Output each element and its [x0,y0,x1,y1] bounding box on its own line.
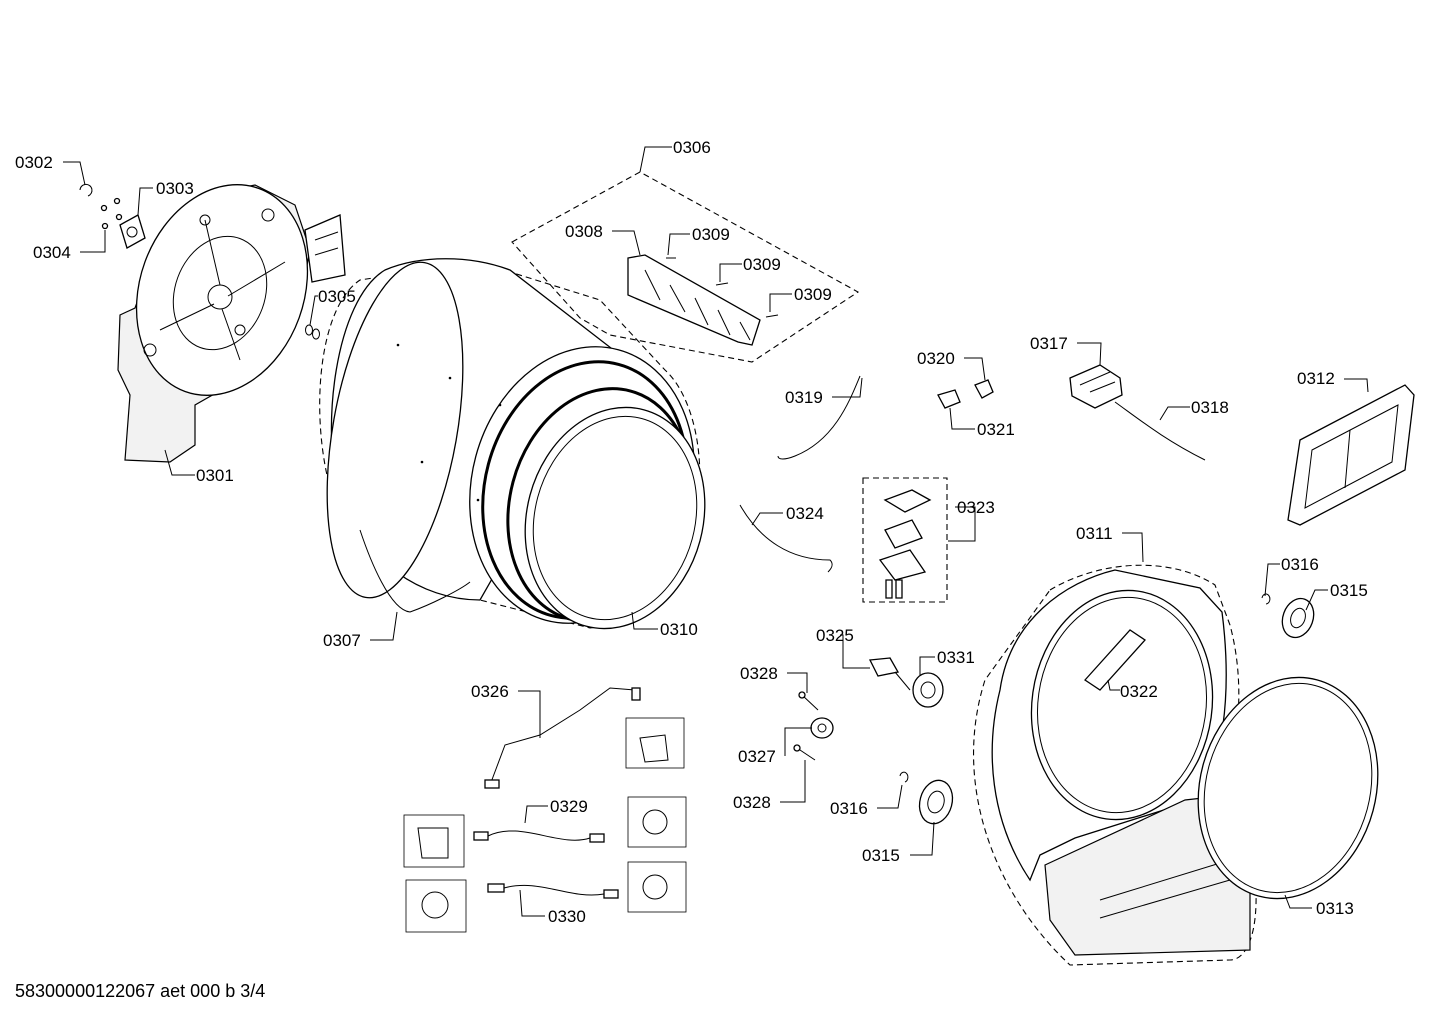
lamp-cover-0322 [1084,629,1146,691]
roller-0315-a [1281,597,1315,639]
callout-0303: 0303 [156,179,194,198]
bearing-plate-0303 [119,214,146,249]
callout-0315-b: 0315 [862,846,900,865]
callout-0315-a: 0315 [1330,581,1368,600]
leader-lines [63,146,1369,917]
parts-box-0323 [862,477,948,603]
socket-0321 [937,389,961,409]
harness-0324 [739,504,833,573]
lamp-0320 [974,379,994,399]
callout-0316-b: 0316 [830,799,868,818]
callout-0318: 0318 [1191,398,1229,417]
clip-0316-b [899,771,909,783]
callout-0306: 0306 [673,138,711,157]
callout-0309-c: 0309 [794,285,832,304]
callout-0319: 0319 [785,388,823,407]
callout-0313: 0313 [1316,899,1354,918]
callout-0309-a: 0309 [692,225,730,244]
callout-0305: 0305 [318,287,356,306]
callout-0308: 0308 [565,222,603,241]
clip-0316-a [1261,593,1271,605]
callout-0324: 0324 [786,504,824,523]
callout-0329: 0329 [550,797,588,816]
front-bulkhead-0311 [973,564,1257,966]
harness-0330 [487,883,619,899]
roller-0331 [912,672,944,708]
callout-0310: 0310 [660,620,698,639]
callout-0312: 0312 [1297,369,1335,388]
callout-0311: 0311 [1076,524,1113,543]
heater-sensor-0326 [484,687,641,789]
footer-code: 58300000122067 aet 000 b 3/4 [15,981,265,1001]
callout-0325: 0325 [816,626,854,645]
pins-0309 [666,257,779,318]
drum-assembly-0306 [319,171,860,630]
roller-0315-b [918,779,954,825]
screws-0304 [100,197,123,230]
callout-0316-a: 0316 [1281,555,1319,574]
baffle-0308 [627,254,761,346]
gasket-0313 [1197,676,1379,900]
harness-0329 [473,830,605,843]
callout-0328-a: 0328 [740,664,778,683]
callout-0307: 0307 [323,631,361,650]
callout-0317: 0317 [1030,334,1068,353]
callout-labels: 0302 0303 0304 0301 0305 0306 0307 0308 … [15,138,1368,926]
callout-0321: 0321 [977,420,1015,439]
callout-0301: 0301 [196,466,234,485]
clip-0302 [79,183,93,197]
callout-0327: 0327 [738,747,776,766]
screws-0328 [793,691,819,761]
sensor-0327 [810,717,834,739]
callout-0326: 0326 [471,682,509,701]
thermostat-0325 [868,657,911,691]
callout-0322: 0322 [1120,682,1158,701]
cable-0318 [1114,401,1206,461]
callout-0328-b: 0328 [733,793,771,812]
switch-0317 [1069,364,1123,409]
callout-0331: 0331 [937,648,975,667]
callout-0330: 0330 [548,907,586,926]
callout-0323: 0323 [957,498,995,517]
drum-seal-0307 [359,529,471,613]
callout-0320: 0320 [917,349,955,368]
filter-0312 [1287,384,1415,526]
callout-0309-b: 0309 [743,255,781,274]
rings-0305 [305,324,320,340]
callout-0304: 0304 [33,243,71,262]
rear-bulkhead-0301 [117,184,346,463]
callout-0302: 0302 [15,153,53,172]
thumbnail-boxes [403,717,687,933]
